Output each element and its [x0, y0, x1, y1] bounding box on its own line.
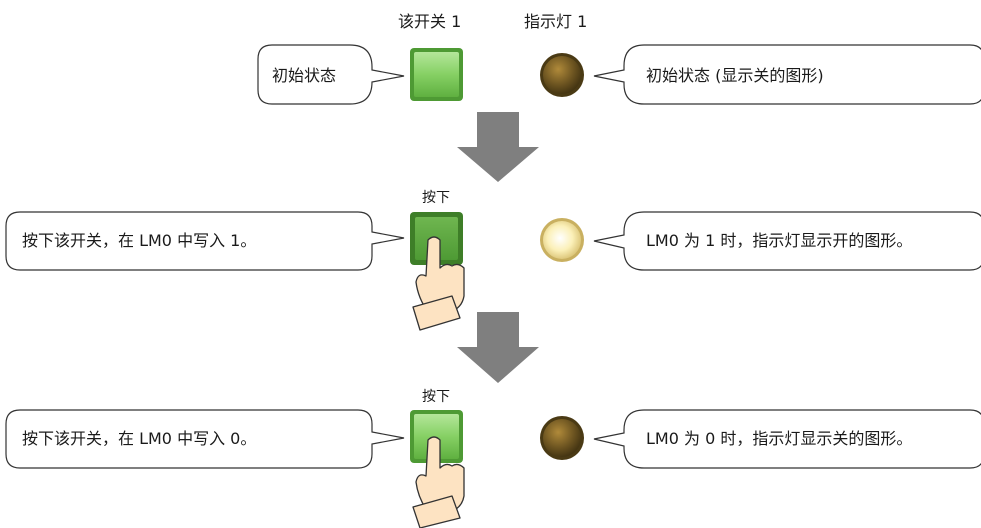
- press-label-2: 按下: [422, 389, 450, 405]
- lamp-on: [540, 218, 584, 262]
- lamp-off-2: [540, 416, 584, 460]
- callout-initial-right-text: 初始状态 (显示关的图形): [646, 66, 824, 85]
- callout-release-right-text: LM0 为 0 时，指示灯显示关的图形。: [646, 429, 913, 448]
- hand-icon: [412, 236, 465, 331]
- arrow-down-1: [457, 112, 539, 182]
- callout-press-right-text: LM0 为 1 时，指示灯显示开的图形。: [646, 231, 913, 250]
- callout-initial-left-text: 初始状态: [272, 66, 337, 85]
- callout-release-left-text: 按下该开关，在 LM0 中写入 0。: [22, 429, 257, 448]
- callout-press-left-text: 按下该开关，在 LM0 中写入 1。: [22, 231, 257, 250]
- hand-icon-2: [412, 436, 465, 528]
- lamp-column-label: 指示灯 1: [524, 12, 588, 31]
- switch-off: [410, 48, 463, 101]
- callout-initial-right: [593, 44, 981, 105]
- callout-release-left: [5, 409, 405, 469]
- press-label: 按下: [422, 190, 450, 206]
- switch-pressed-2: [410, 410, 463, 463]
- callout-press-right: [593, 211, 981, 271]
- callout-press-left: [5, 211, 405, 271]
- arrow-down-2: [457, 312, 539, 383]
- switch-column-label: 该开关 1: [398, 12, 462, 31]
- lamp-off: [540, 53, 584, 97]
- callout-initial-left: [257, 44, 405, 105]
- callout-release-right: [593, 409, 981, 469]
